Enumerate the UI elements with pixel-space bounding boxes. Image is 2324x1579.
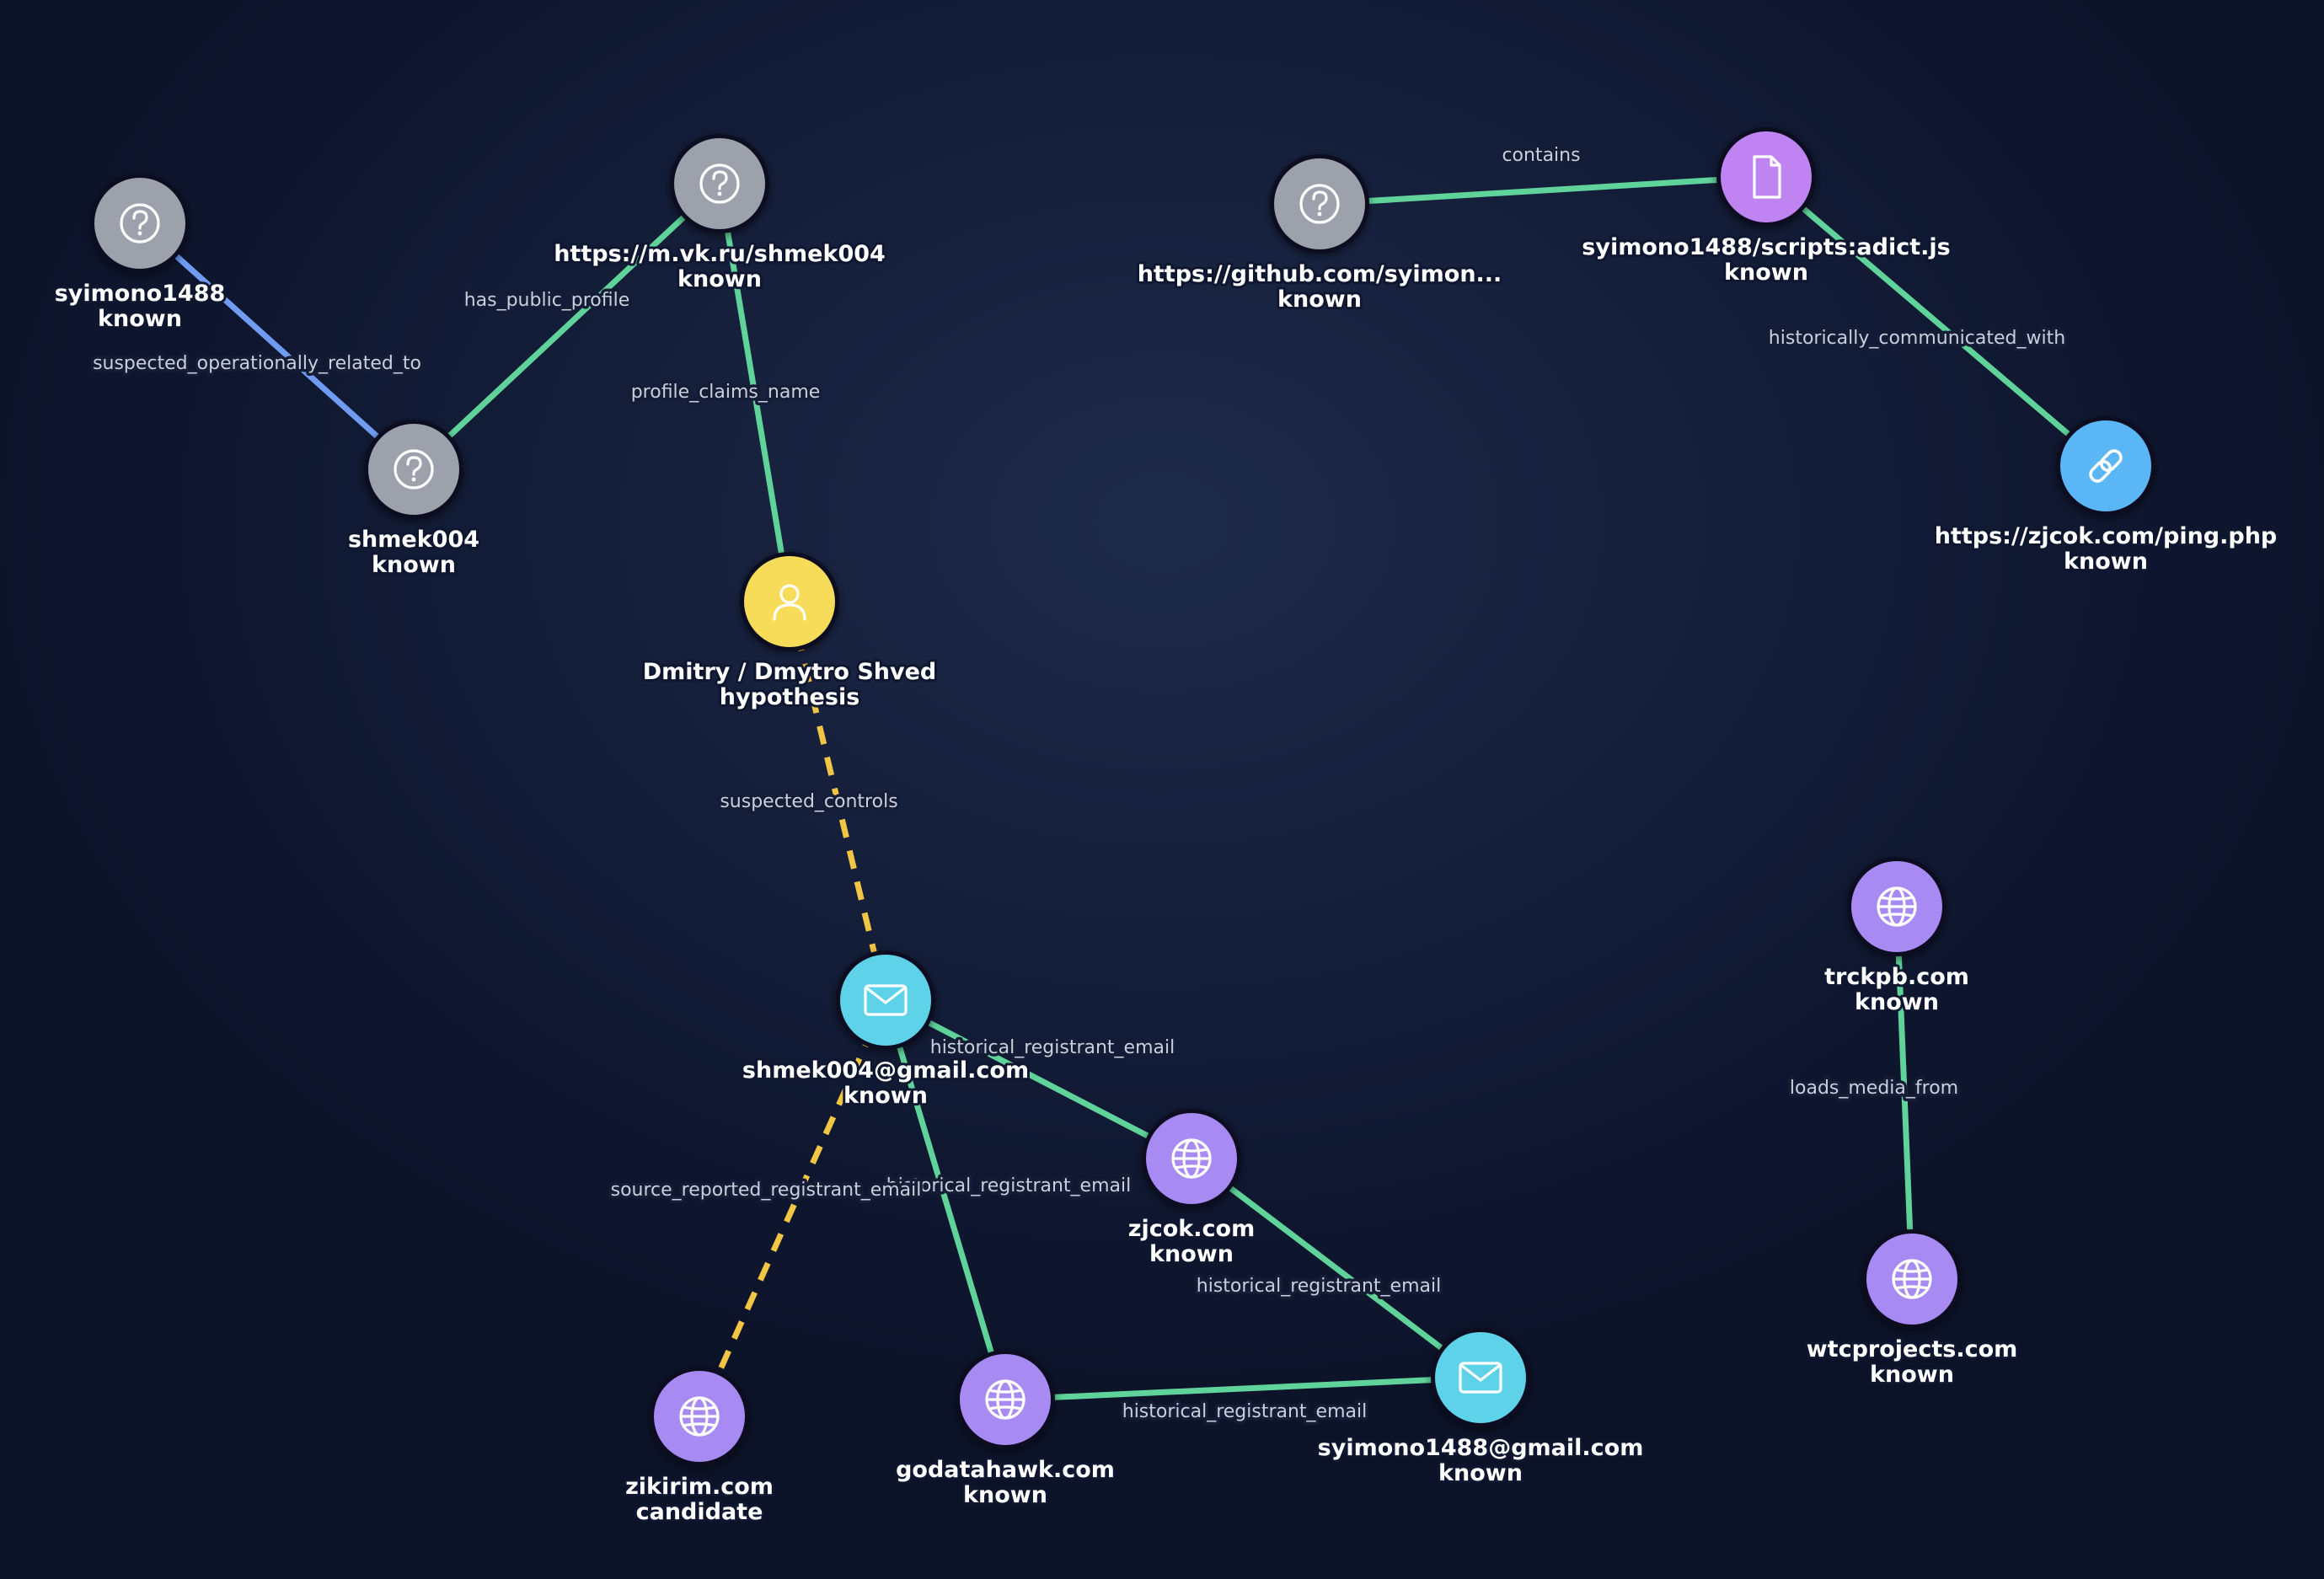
node-status: known	[1277, 286, 1362, 313]
edge-shmekgmail-zjcok[interactable]	[882, 997, 1195, 1162]
edge-godatahawk-syimonogmail[interactable]	[1002, 1374, 1484, 1403]
edge-label: suspected_operationally_related_to	[93, 353, 421, 374]
node-label: https://zjcok.com/ping.php	[1935, 523, 2278, 549]
edge-label: has_public_profile	[464, 290, 630, 311]
edge-label: historically_communicated_with	[1769, 328, 2065, 349]
node-status: known	[2064, 549, 2148, 575]
globe-icon	[1892, 1259, 1932, 1299]
node-circle[interactable]	[840, 955, 931, 1046]
globe-icon	[985, 1379, 1025, 1420]
globe-icon	[679, 1396, 720, 1437]
node-circle[interactable]	[1274, 158, 1365, 249]
question-icon	[1299, 184, 1340, 224]
edge-syimono1488-shmek004[interactable]	[137, 220, 417, 473]
edge-label: historical_registrant_email	[1197, 1276, 1441, 1297]
node-status: known	[963, 1482, 1047, 1508]
edge-label: loads_media_from	[1790, 1078, 1958, 1099]
node-label: zjcok.com	[1128, 1216, 1255, 1242]
edge-label-layer: suspected_operationally_related_to has_pu…	[90, 142, 2069, 1426]
edge-mvk-dmitry[interactable]	[716, 180, 793, 605]
node-circle[interactable]	[94, 178, 185, 269]
node-label: shmek004	[348, 527, 479, 553]
person-icon	[773, 584, 806, 621]
node-status: known	[372, 552, 456, 578]
node-status: known	[1724, 260, 1808, 286]
edge-shmekgmail-zikirim[interactable]	[696, 998, 889, 1418]
file-icon	[1753, 155, 1781, 199]
edge-layer	[137, 174, 2109, 1418]
edge-shmekgmail-godatahawk[interactable]	[882, 997, 1009, 1403]
node-status: known	[98, 306, 182, 332]
link-icon	[2089, 449, 2123, 483]
node-label: trckpb.com	[1824, 964, 1969, 990]
edge-label: historical_registrant_email	[886, 1175, 1131, 1196]
node-label: zikirim.com	[625, 1474, 774, 1500]
edge-trckpb-wtcprojects[interactable]	[1893, 903, 1915, 1282]
node-github[interactable]: https://github.com/syimon...known	[1135, 154, 1504, 315]
node-label: https://github.com/syimon...	[1138, 261, 1502, 287]
node-status: known	[1149, 1241, 1234, 1267]
globe-icon	[1877, 886, 1917, 927]
node-circle[interactable]	[1721, 131, 1812, 222]
edge-label: profile_claims_name	[631, 382, 821, 403]
node-label: syimono1488	[55, 281, 226, 307]
edge-dmitry-shmekgmail[interactable]	[786, 601, 889, 1001]
node-layer: syimono1488knownhttps://m.vk.ru/shmek004…	[52, 127, 2279, 1528]
edge-shmek004-mvk[interactable]	[410, 180, 723, 473]
globe-icon	[1171, 1138, 1212, 1179]
edge-zjcok-syimonogmail[interactable]	[1188, 1155, 1484, 1381]
edge-label: suspected_controls	[720, 791, 897, 812]
edge-label: historical_registrant_email	[1122, 1401, 1367, 1422]
node-status: known	[1855, 989, 1939, 1015]
edge-label: source_reported_registrant_email	[611, 1180, 922, 1201]
node-label: shmek004@gmail.com	[742, 1057, 1029, 1084]
edge-label: contains	[1502, 145, 1580, 166]
node-label: syimono1488@gmail.com	[1318, 1435, 1644, 1461]
question-icon	[120, 203, 160, 244]
edge-label: historical_registrant_email	[930, 1037, 1175, 1058]
node-label: syimono1488/scripts:adict.js	[1582, 234, 1950, 260]
mail-icon	[864, 984, 908, 1016]
node-circle[interactable]	[2060, 420, 2151, 511]
question-icon	[394, 449, 434, 490]
node-status: known	[1870, 1362, 1954, 1388]
node-circle[interactable]	[1435, 1332, 1526, 1423]
node-label: godatahawk.com	[896, 1457, 1115, 1483]
node-status: hypothesis	[720, 684, 860, 710]
node-label: wtcprojects.com	[1807, 1336, 2018, 1362]
edge-github-adictjs[interactable]	[1316, 174, 1770, 207]
node-status: known	[1438, 1460, 1523, 1486]
node-circle[interactable]	[368, 424, 459, 515]
node-circle[interactable]	[674, 138, 765, 229]
mail-icon	[1459, 1362, 1502, 1394]
node-label: https://m.vk.ru/shmek004	[554, 241, 886, 267]
node-status: known	[843, 1083, 928, 1109]
question-icon	[699, 163, 740, 204]
node-status: known	[677, 266, 762, 292]
node-label: Dmitry / Dmytro Shved	[643, 659, 937, 685]
edge-adictjs-zjcokping[interactable]	[1763, 174, 2109, 469]
node-status: candidate	[636, 1499, 763, 1525]
